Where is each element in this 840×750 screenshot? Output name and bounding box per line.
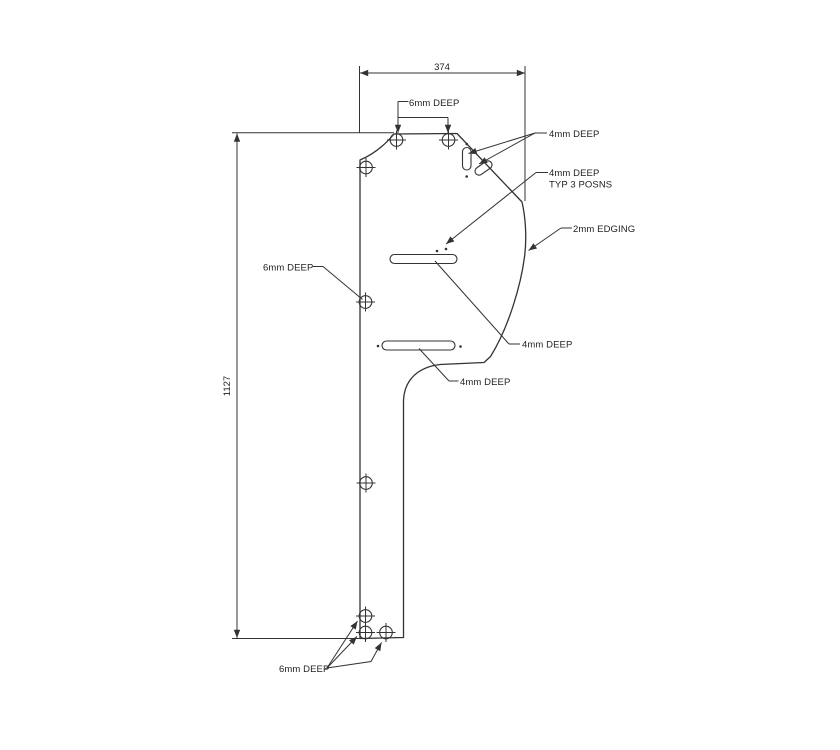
callout-left-hole: 6mm DEEP [263,263,363,300]
part-outline [359,132,527,640]
callout-top-holes: 6mm DEEP [394,98,459,133]
dimension-width-value: 374 [434,62,450,73]
dimension-width: 374 [359,62,526,201]
callout-typ3-holes: 4mm DEEP TYP 3 POSNS [445,168,612,245]
leader-line [434,260,510,345]
mini-slot-vertical [461,146,472,171]
lower-slot [381,340,456,351]
hole-marker-bottom-2 [355,622,376,643]
hole-marker-mid-edge [355,291,376,313]
upper-slot [389,253,458,265]
leader-line [528,227,562,251]
callout-mini-slots: 4mm DEEP [468,129,599,165]
leader-line [322,266,363,300]
callout-edging: 2mm EDGING [528,224,635,251]
mini-slot-angled [474,160,493,176]
pilot-hole [435,249,439,253]
leader-line [418,348,450,382]
label-lower-slot: 4mm DEEP [460,377,510,388]
leader-line [324,667,328,669]
pilot-hole [444,247,448,251]
hole-marker-bottom-3 [375,622,397,643]
callout-lower-slot: 4mm DEEP [418,348,510,388]
dimension-height: 1127 [222,132,394,639]
pilot-hole [465,175,469,178]
pilot-hole [465,142,469,146]
label-edging: 2mm EDGING [573,224,635,235]
label-top-holes: 6mm DEEP [409,98,459,109]
label-left-hole: 6mm DEEP [263,263,313,274]
hole-marker-bottom-1 [355,605,376,627]
dimension-height-value: 1127 [222,376,233,396]
leader-line [478,132,536,165]
leader-line [326,642,382,669]
pilot-hole [459,345,462,348]
leader-line [445,172,537,245]
callout-bottom-holes: 6mm DEEP [279,620,382,675]
label-bottom-holes: 6mm DEEP [279,664,329,675]
label-upper-slot: 4mm DEEP [522,340,572,351]
callout-upper-slot: 4mm DEEP [434,260,572,351]
leader-line [468,132,536,155]
leader-line [326,620,358,669]
label-mini-slots: 4mm DEEP [549,129,599,140]
pilot-hole [376,344,380,348]
label-typ3-line2: TYP 3 POSNS [549,180,612,191]
label-typ3-line1: 4mm DEEP [549,168,599,179]
leader-line [326,636,358,669]
